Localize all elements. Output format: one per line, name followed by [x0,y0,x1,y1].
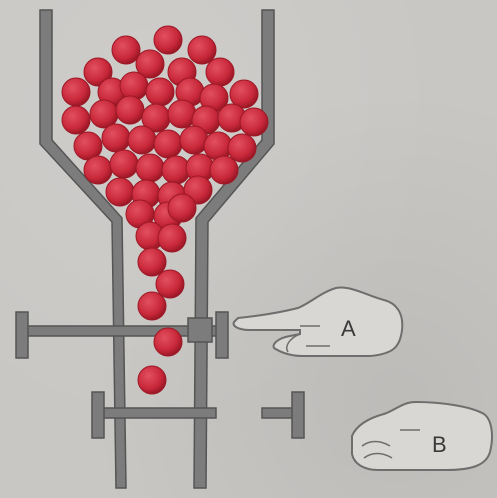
ball-icon [154,130,182,158]
ball-icon [110,150,138,178]
ball-icon [154,26,182,54]
resting-hand-icon [352,402,492,470]
ball-icon [228,134,256,162]
ball-icon [120,72,148,100]
ball-icon [188,36,216,64]
ball-icon [136,154,164,182]
ball-icon [168,100,196,128]
ball-icon [158,224,186,252]
gate-b-left-cap [92,392,104,438]
gate-a-right-cap [216,312,228,358]
hand-b-label: B [432,432,447,457]
gate-b-detached-cap [292,392,304,438]
ball-icon [62,106,90,134]
gate-a-left-cap [16,312,28,358]
ball-icon [106,178,134,206]
ball-icon [206,58,234,86]
ball-cluster [62,26,268,394]
ball-icon [112,36,140,64]
ball-icon [102,124,130,152]
ball-icon [138,366,166,394]
ball-icon [168,194,196,222]
ball-icon [210,156,238,184]
hand-a-label: A [341,316,356,341]
gate-a-collar [188,318,212,342]
ball-icon [128,126,156,154]
ball-icon [62,78,90,106]
hand-a: A [234,287,403,356]
ball-icon [116,96,144,124]
gate-b-bar [96,408,216,418]
ball-icon [180,126,208,154]
ball-icon [240,108,268,136]
ball-icon [146,78,174,106]
ball-icon [138,292,166,320]
ball-icon [156,270,184,298]
ball-icon [138,248,166,276]
ball-icon [84,156,112,184]
ball-icon [154,328,182,356]
hand-b: B [352,402,492,470]
